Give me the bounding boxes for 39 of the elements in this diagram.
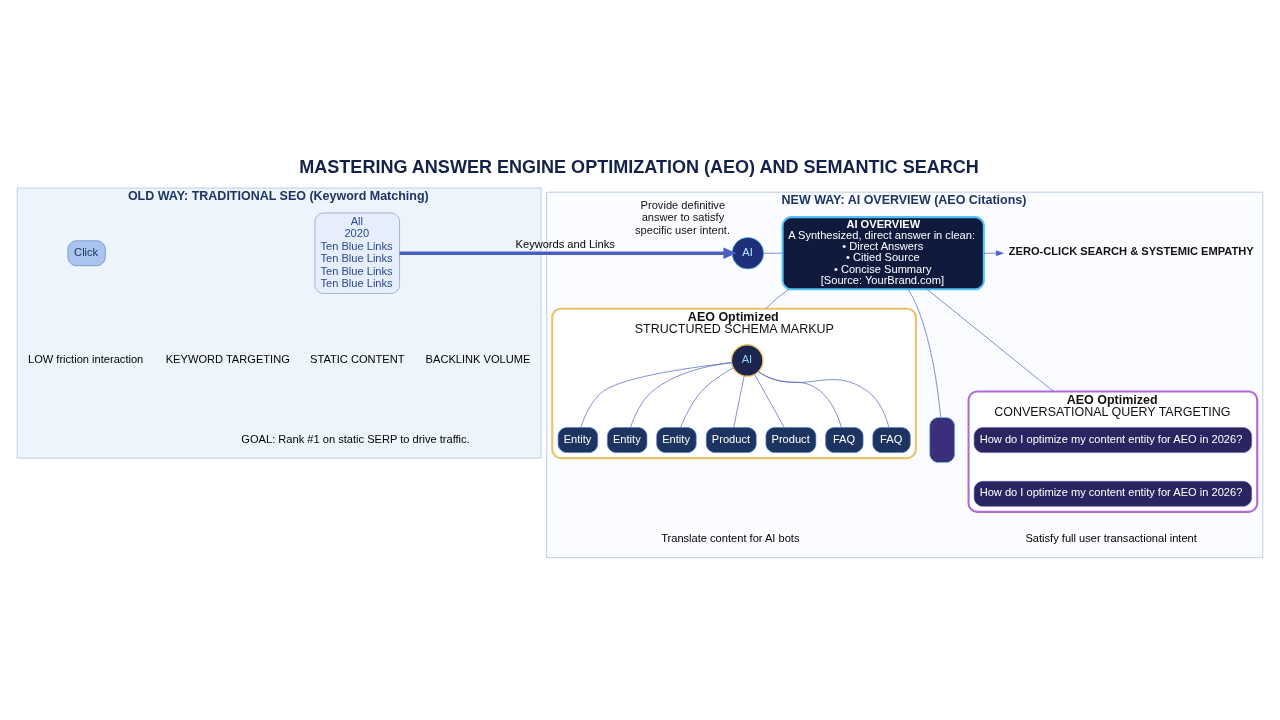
node-circle: AI bbox=[730, 344, 764, 377]
connector bbox=[763, 252, 783, 254]
connector bbox=[908, 289, 941, 418]
arrow bbox=[399, 247, 737, 259]
node-box: All 2020 Ten Blue Links Ten Blue Links Ten Blue Links Ten Blue Links bbox=[314, 212, 400, 294]
node-box: Entity bbox=[656, 427, 697, 453]
arrow bbox=[983, 250, 1004, 256]
node-box: Entity bbox=[557, 427, 598, 453]
label: LOW friction interaction bbox=[27, 353, 144, 366]
node-box: Product bbox=[705, 427, 757, 453]
node-box: How do I optimize my content entity for AEO in 2026? bbox=[973, 481, 1252, 507]
connector bbox=[580, 362, 732, 428]
label: KEYWORD TARGETING bbox=[165, 353, 290, 366]
label: STATIC CONTENT bbox=[310, 353, 405, 366]
connector bbox=[758, 371, 842, 428]
connector bbox=[765, 289, 790, 310]
node-box: FAQ bbox=[825, 427, 864, 453]
connector bbox=[630, 362, 732, 428]
connector bbox=[758, 371, 890, 428]
node-label: Provide definitive answer to satisfy specific user intent. bbox=[635, 198, 731, 236]
label: Satisfy full user transactional intent bbox=[1025, 532, 1197, 545]
edge-label: Keywords and Links bbox=[515, 237, 615, 250]
label: BACKLINK VOLUME bbox=[425, 353, 531, 366]
label: GOAL: Rank #1 on static SERP to drive traffic. bbox=[241, 432, 470, 445]
node-box: Entity bbox=[607, 427, 648, 453]
node-box: Click bbox=[67, 240, 106, 267]
connector bbox=[754, 374, 785, 428]
connector bbox=[733, 375, 745, 428]
label: Translate content for AI bots bbox=[661, 532, 800, 545]
node-box: How do I optimize my content entity for AEO in 2026? bbox=[973, 427, 1252, 453]
node-box: AI OVERVIEW A Synthesized, direct answer in clean: • Direct Answers • Citied Source • Concise Summary [Source: YourBrand.com] bbox=[781, 216, 985, 291]
node-box: FAQ bbox=[872, 427, 911, 453]
node-box: Product bbox=[765, 427, 817, 453]
connector bbox=[680, 367, 734, 428]
node-box bbox=[929, 417, 956, 463]
diagram-title: MASTERING ANSWER ENGINE OPTIMIZATION (AEO) AND SEMANTIC SEARCH bbox=[299, 157, 979, 178]
node-circle: AI bbox=[731, 237, 765, 270]
node-text: ZERO-CLICK SEARCH & SYSTEMIC EMPATHY bbox=[1008, 245, 1254, 258]
connector bbox=[926, 289, 1054, 392]
